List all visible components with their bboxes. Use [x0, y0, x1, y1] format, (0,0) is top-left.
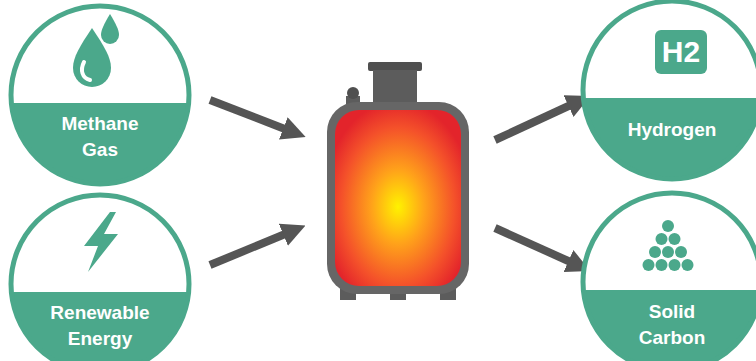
circle-fill: [583, 193, 756, 361]
circle-ring: [583, 193, 756, 361]
reactor-cap: [368, 62, 422, 71]
flow-arrow: [495, 228, 575, 264]
formula-label: H2: [655, 30, 707, 74]
reactor-nozzle: [373, 70, 417, 104]
circle-fill: [583, 1, 756, 179]
node-label: Hydrogen: [612, 117, 732, 143]
circle-ring: [583, 1, 756, 179]
circle-band: [11, 103, 188, 184]
reactor-heat: [335, 110, 461, 286]
reactor-vessel: [327, 62, 469, 300]
category-circle: Methane Gas: [8, 3, 192, 187]
category-circle: Hydrogen H2: [580, 0, 756, 182]
flow-arrow: [210, 100, 290, 131]
circle-fill: [11, 6, 189, 184]
circle-band: [583, 98, 756, 179]
node-label: Methane Gas: [50, 111, 150, 163]
formula-badge: H2: [655, 30, 707, 74]
category-circle: Renewable Energy: [8, 192, 192, 361]
category-circle: Solid Carbon: [580, 190, 756, 361]
reactor-valve: [347, 87, 359, 99]
flow-arrow: [210, 232, 290, 265]
circle-fill: [11, 195, 189, 361]
circle-outline: [580, 0, 756, 182]
reactor-shell: [327, 102, 469, 294]
node-label: Solid Carbon: [622, 299, 722, 351]
circle-ring: [11, 6, 189, 184]
circle-ring: [11, 195, 189, 361]
node-label: Renewable Energy: [42, 300, 158, 352]
flow-arrow: [495, 103, 575, 140]
